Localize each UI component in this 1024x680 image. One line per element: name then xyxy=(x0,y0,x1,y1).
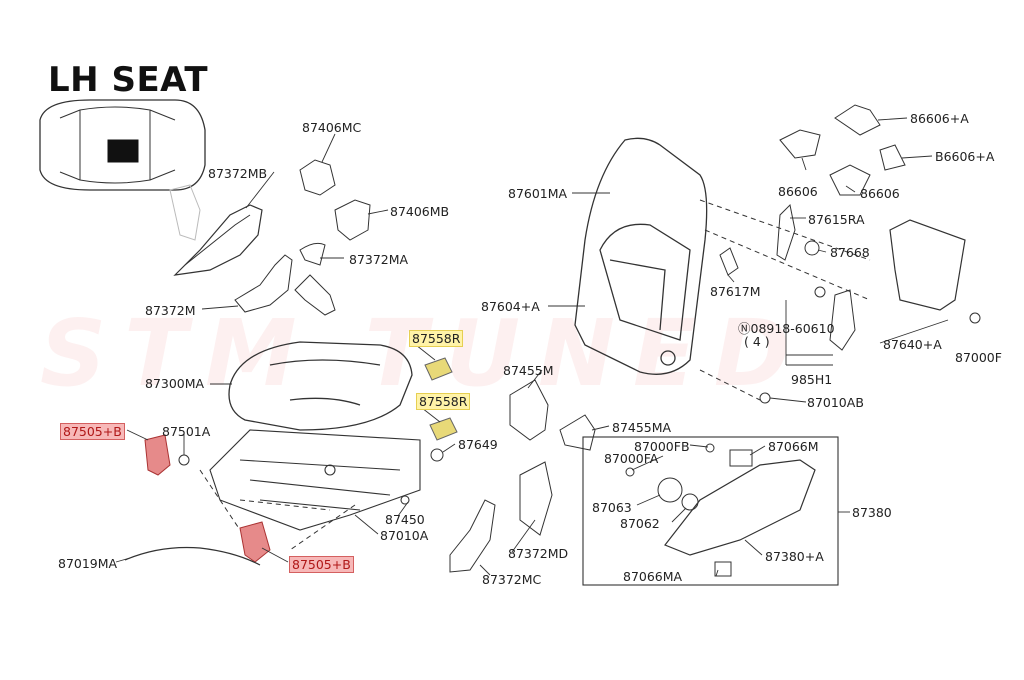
label-87601MA: 87601MA xyxy=(508,186,568,201)
label-87406MC: 87406MC xyxy=(302,120,362,135)
label-87066MA: 87066MA xyxy=(623,569,683,584)
side-cover-parts xyxy=(173,159,371,316)
label-87558R-2: 87558R xyxy=(416,393,471,410)
label-08918-60610: Ⓝ08918-60610 xyxy=(738,321,835,336)
label-87455MA: 87455MA xyxy=(612,420,672,435)
label-87380A: 87380+A xyxy=(765,549,824,564)
label-87505B-1: 87505+B xyxy=(60,423,125,440)
label-87019MA: 87019MA xyxy=(58,556,118,571)
label-87604A: 87604+A xyxy=(481,299,540,314)
label-87372MD: 87372MD xyxy=(508,546,569,561)
car-locator-icon xyxy=(39,99,206,191)
bracket-red-2 xyxy=(239,521,271,563)
label-86606A-1: 86606+A xyxy=(910,111,969,126)
label-86606-1: 86606 xyxy=(778,184,818,199)
label-87505B-2: 87505+B xyxy=(289,556,354,573)
label-87062: 87062 xyxy=(620,516,660,531)
label-87000FB: 87000FB xyxy=(634,439,690,454)
label-87000FA: 87000FA xyxy=(604,451,659,466)
side-trim-parts xyxy=(625,443,816,577)
label-87615RA: 87615RA xyxy=(808,212,865,227)
label-87063: 87063 xyxy=(592,500,632,515)
diagram-title: LH SEAT xyxy=(48,60,209,100)
label-87372MB: 87372MB xyxy=(208,166,268,181)
watermark: STM TUNED xyxy=(40,300,809,407)
seat-ghost-icon xyxy=(169,184,201,241)
label-86606A-2: B6606+A xyxy=(935,149,995,164)
label-87558R-1: 87558R xyxy=(409,330,464,347)
upper-right-parts xyxy=(719,104,981,404)
label-87617M: 87617M xyxy=(710,284,761,299)
label-87300MA: 87300MA xyxy=(145,376,205,391)
seat-cushion xyxy=(228,341,413,431)
label-87010AB: 87010AB xyxy=(807,395,864,410)
clip-yellow-2 xyxy=(429,417,458,441)
label-87501A: 87501A xyxy=(162,424,211,439)
cap-87649 xyxy=(430,448,444,462)
label-87066M: 87066M xyxy=(768,439,819,454)
seat-rail-frame xyxy=(209,429,421,531)
side-trim-box xyxy=(582,436,839,586)
label-87406MB: 87406MB xyxy=(390,204,450,219)
label-87380: 87380 xyxy=(852,505,892,520)
label-86606-2: 86606 xyxy=(860,186,900,201)
middle-covers xyxy=(449,379,596,573)
label-87640A: 87640+A xyxy=(883,337,942,352)
label-87010A: 87010A xyxy=(380,528,429,543)
label-87450: 87450 xyxy=(385,512,425,527)
wire-harness xyxy=(124,546,261,566)
grommet-87501A xyxy=(178,454,190,466)
label-87372MA: 87372MA xyxy=(349,252,409,267)
label-87649: 87649 xyxy=(458,437,498,452)
label-87455M: 87455M xyxy=(503,363,554,378)
label-08918-qty: ( 4 ) xyxy=(744,334,770,349)
seat-back-assembly xyxy=(574,137,708,375)
label-87372M: 87372M xyxy=(145,303,196,318)
clip-yellow-1 xyxy=(424,357,453,381)
label-985H1: 985H1 xyxy=(791,372,833,387)
bracket-red-1 xyxy=(144,434,171,476)
leader-lines xyxy=(115,117,949,577)
label-87372MC: 87372MC xyxy=(482,572,542,587)
label-87000F: 87000F xyxy=(955,350,1002,365)
label-87668: 87668 xyxy=(830,245,870,260)
